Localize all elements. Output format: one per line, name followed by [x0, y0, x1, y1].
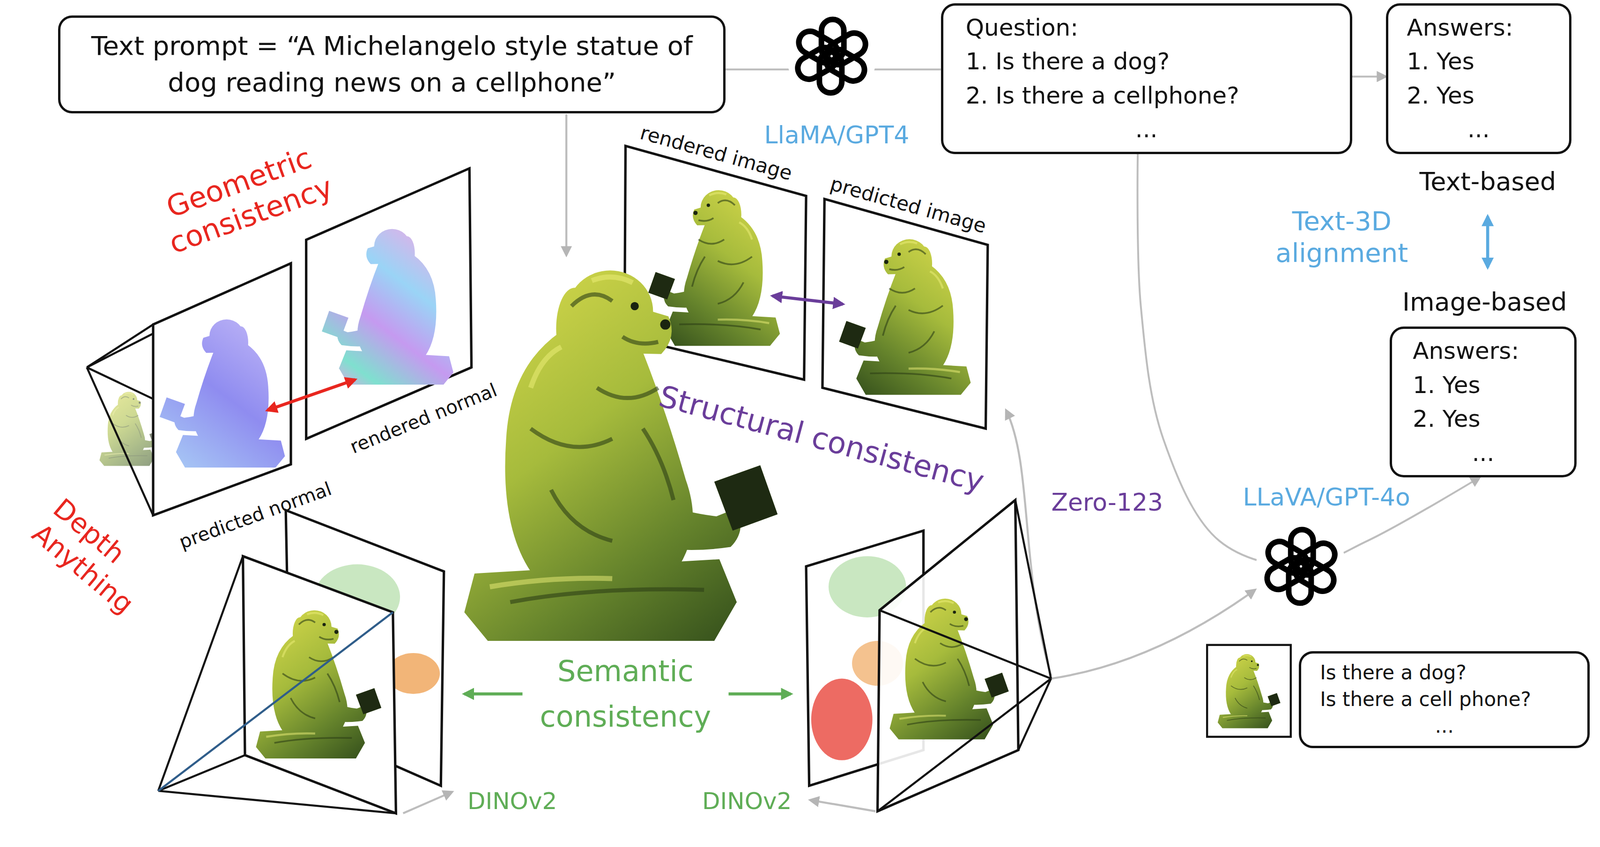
thumbnail-image: [1207, 644, 1291, 737]
left-camera: [243, 555, 397, 814]
box-text: 1. Yes: [1412, 368, 1554, 403]
model-name: Zero-123: [1051, 487, 1163, 517]
box-text: ...: [1412, 436, 1554, 471]
box-text: 1. Is there a dog?: [965, 44, 1328, 79]
thumbnail-image: [1207, 644, 1291, 737]
box-text: ...: [1319, 712, 1569, 740]
guide-arrows: [565, 114, 568, 256]
model-name: DINOv2: [702, 786, 792, 815]
predicted-image-frame: [822, 199, 988, 429]
predicted-image-frame: [822, 199, 988, 429]
predicted-normal-camera: [86, 263, 291, 516]
connector: [1352, 75, 1386, 78]
box-heading: Is there a dog?: [1319, 659, 1569, 687]
box-text: 2. Is there a cellphone?: [965, 78, 1328, 113]
openai-logo: [1263, 529, 1340, 604]
openai-logo: [786, 11, 877, 102]
guide-arrows: [403, 114, 1256, 814]
left-camera: [256, 610, 382, 759]
model-name: LLaVA/GPT-4o: [1242, 482, 1410, 512]
rendered-normal-frame: [321, 229, 454, 385]
openai-logo: [794, 27, 842, 67]
right-camera: [811, 678, 873, 761]
consistency-label: Semantic consistency: [522, 648, 729, 739]
section-label: Text-3D alignment: [1248, 205, 1436, 268]
thumbnail-image: [1217, 653, 1281, 728]
statue-3d: [464, 270, 778, 641]
box-heading: Question:: [965, 10, 1328, 45]
section-label: Text-based: [1419, 166, 1556, 197]
openai-logo: [1256, 521, 1347, 612]
right-camera: [877, 499, 1052, 811]
right-camera: [889, 598, 1009, 740]
openai-logo: [1256, 521, 1347, 612]
prompt-box: Text prompt = “A Michelangelo style stat…: [58, 15, 726, 114]
predicted-normal-camera: [159, 319, 285, 468]
predicted-image-frame: [839, 239, 971, 395]
box-text: 2. Yes: [1407, 78, 1551, 113]
answer-box: Answers:1. Yes2. Yes...: [1389, 326, 1577, 478]
question-box: Is there a dog?Is there a cell phone?...: [1298, 651, 1590, 749]
box-text: 1. Yes: [1407, 44, 1551, 79]
left-camera: [158, 510, 445, 814]
model-name: DINOv2: [467, 786, 557, 815]
openai-logo: [1264, 537, 1311, 578]
question-box: Question:1. Is there a dog?2. Is there a…: [940, 3, 1353, 155]
box-heading: Answers:: [1412, 333, 1554, 369]
box-heading: Text prompt = “A Michelangelo style stat…: [77, 27, 707, 102]
semantic-arrow: [728, 692, 792, 696]
box-text: ...: [965, 112, 1328, 147]
guide-arrows: [810, 800, 876, 812]
box-heading: Answers:: [1407, 10, 1551, 45]
model-name: LlaMA/GPT4: [764, 119, 910, 149]
openai-logo: [786, 11, 877, 102]
answer-box: Answers:1. Yes2. Yes...: [1385, 3, 1572, 155]
box-text: ...: [1407, 112, 1551, 147]
openai-logo: [793, 19, 870, 93]
alignment-arrow: [1486, 216, 1490, 268]
box-text: Is there a cell phone?: [1319, 686, 1569, 713]
right-camera: [806, 499, 1052, 811]
section-label: Image-based: [1402, 286, 1568, 318]
model-name: Depth Anything: [25, 492, 169, 627]
right-camera: [877, 499, 1019, 811]
guide-arrows: [403, 791, 453, 814]
left-camera: [158, 612, 393, 791]
box-text: 2. Yes: [1412, 401, 1554, 437]
geometric-arrow: [267, 379, 356, 410]
semantic-arrow: [464, 692, 523, 696]
predicted-normal-camera: [153, 263, 291, 516]
left-camera: [158, 555, 397, 814]
structural-arrow: [772, 296, 843, 304]
predicted-normal-camera: [86, 263, 291, 516]
